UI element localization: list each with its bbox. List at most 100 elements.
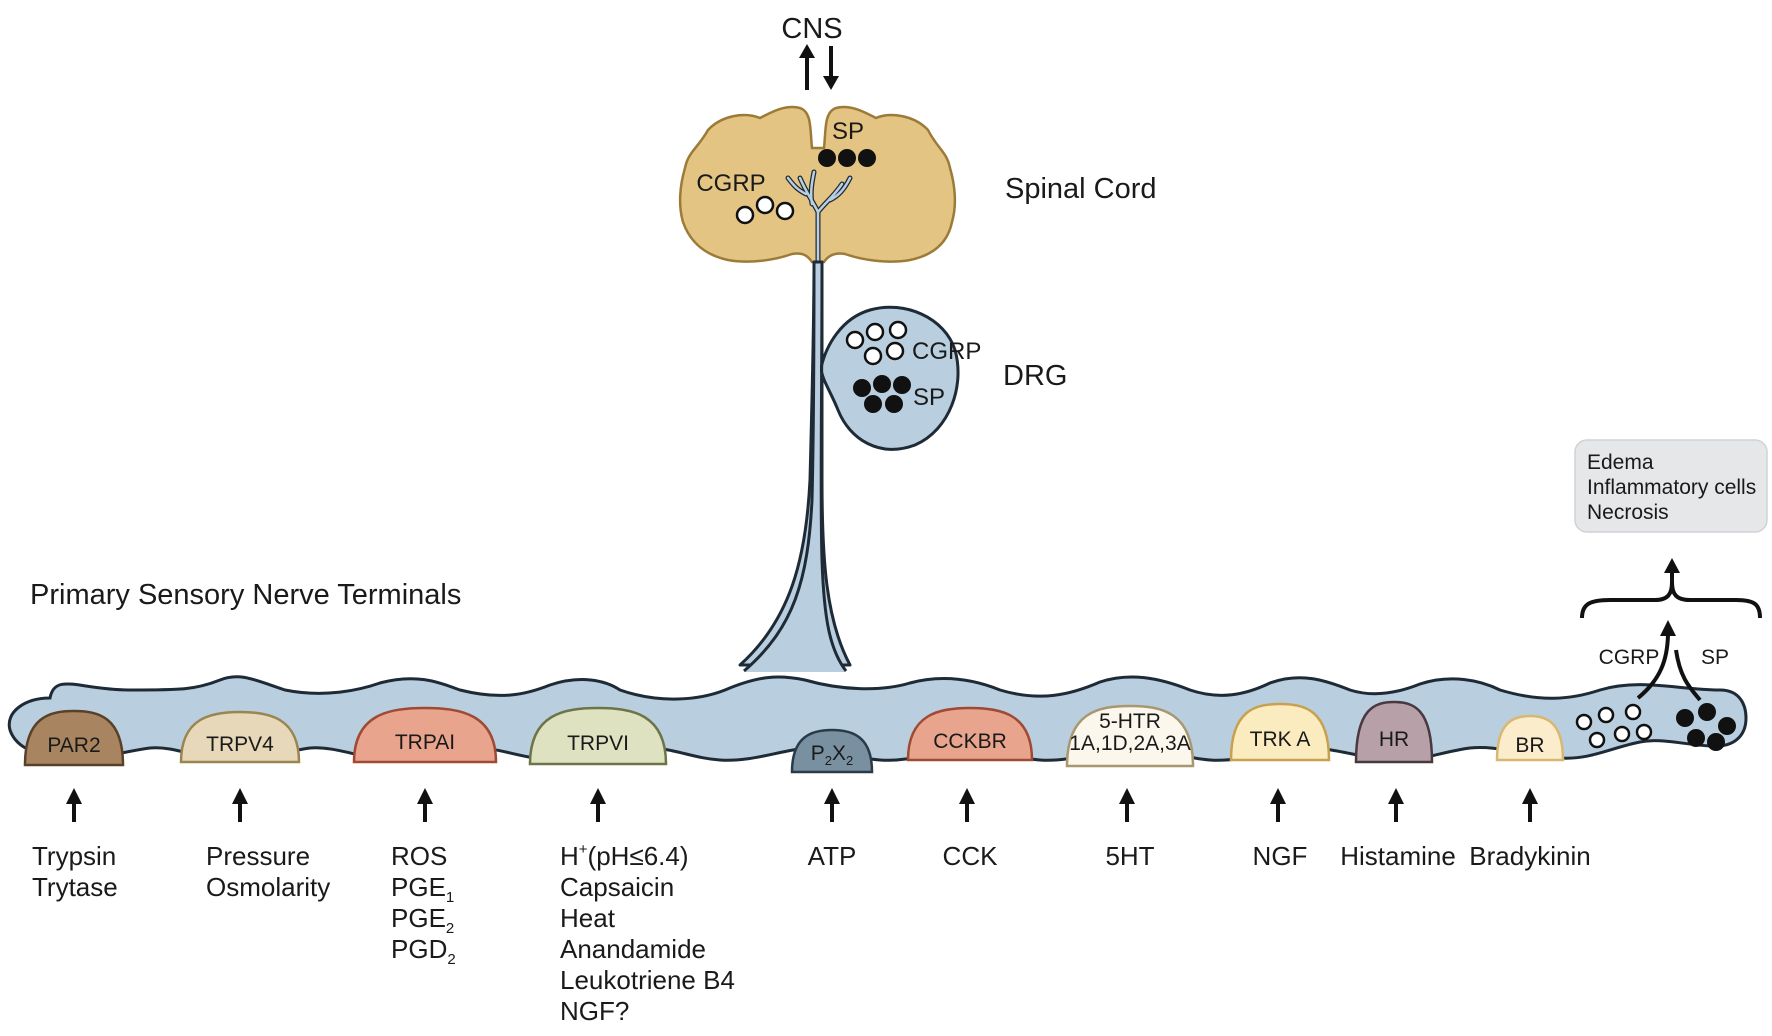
cns-group: CNS [781, 13, 843, 90]
receptor-shape [1229, 702, 1331, 762]
cgrp-vesicle [1613, 725, 1631, 743]
cgrp-vesicle [755, 195, 775, 215]
effects-brace [1580, 581, 1762, 619]
spinal-cord: SP CGRP Spinal Cord [678, 105, 1157, 273]
stimulus-leukotriene-b4: Leukotriene B4 [560, 965, 735, 995]
release-group: CGRP SP Edema Inflammatory cells Necrosi… [1574, 439, 1768, 702]
stimulus-anandamide: Anandamide [560, 934, 706, 964]
stimulus-arrow [417, 788, 433, 822]
effect-edema: Edema [1587, 451, 1654, 474]
receptor-cckbr: CCKBR CCK [906, 706, 1034, 871]
stimulus-ros: ROS [391, 841, 447, 871]
sp-vesicle [893, 376, 911, 394]
cgrp-vesicle [1575, 713, 1593, 731]
stimulus-histamine: Histamine [1340, 841, 1456, 871]
stimulus-bradykinin: Bradykinin [1469, 841, 1590, 871]
stimulus-arrow [590, 788, 606, 822]
stimulus-h-ph-6-4: H+(pH≤6.4) [560, 841, 689, 871]
spinal-sp-vesicles [818, 149, 876, 167]
stimulus-ngf: NGF [1253, 841, 1308, 871]
release-cgrp-label: CGRP [1599, 646, 1660, 669]
drg-cgrp-vesicles [845, 320, 908, 366]
cgrp-vesicle [735, 205, 755, 225]
sp-vesicle [858, 149, 876, 167]
drg-sp-label: SP [913, 384, 945, 411]
sp-vesicle [818, 149, 836, 167]
terminal-sp-vesicles [1676, 703, 1736, 751]
stimulus-5ht: 5HT [1105, 841, 1154, 871]
receptor-shape [906, 706, 1034, 762]
effect-necrosis: Necrosis [1587, 501, 1669, 524]
receptor-shape [179, 710, 301, 764]
receptor-shape [23, 709, 125, 767]
stimulus-arrow [232, 788, 248, 822]
receptor-shape [1065, 704, 1195, 768]
cgrp-vesicle [845, 330, 865, 350]
sp-vesicle [1707, 733, 1725, 751]
sp-vesicle [1718, 717, 1736, 735]
cns-down-arrow [823, 46, 839, 90]
receptor-label: TRPV4 [206, 733, 274, 756]
receptor-shape [528, 706, 668, 766]
terminal-cgrp-vesicles [1575, 703, 1653, 749]
stimulus-arrow [1522, 788, 1538, 822]
sp-vesicle [1698, 703, 1716, 721]
receptor-shape [352, 706, 498, 764]
stimulus-ngf: NGF? [560, 996, 629, 1026]
receptor-shape [1495, 714, 1565, 762]
drg-sp-vesicles [853, 375, 911, 413]
stimulus-arrow [959, 788, 975, 822]
cns-up-arrow [799, 44, 815, 90]
stimulus-pge1: PGE1 [391, 872, 454, 906]
stimulus-atp: ATP [808, 841, 857, 871]
sp-vesicle [1676, 709, 1694, 727]
receptor-label: CCKBR [933, 730, 1007, 753]
receptor-label: 1A,1D,2A,3A [1069, 732, 1190, 755]
stimulus-arrow [1388, 788, 1404, 822]
receptor-label: PAR2 [47, 734, 100, 757]
stimulus-arrow [66, 788, 82, 822]
receptor-label: TRPAI [395, 731, 455, 754]
stimulus-arrow [1119, 788, 1135, 822]
spinal-cgrp-label: CGRP [696, 170, 765, 197]
receptor-label: HR [1379, 728, 1409, 751]
receptor-trk-a: TRK A NGF [1229, 702, 1331, 871]
stimulus-trytase: Trytase [32, 872, 118, 902]
effect-inflammatory-cells: Inflammatory cells [1587, 476, 1756, 499]
receptor-hr: HR Histamine [1340, 700, 1456, 871]
sp-vesicle [864, 395, 882, 413]
cgrp-vesicle [1597, 706, 1615, 724]
receptor-label: TRK A [1250, 728, 1311, 751]
effects-box [1574, 439, 1768, 533]
receptor-shape [790, 728, 874, 774]
sensory-neuron: CGRP SP DRG [7, 260, 1748, 762]
stimulus-arrow [824, 788, 840, 822]
receptor-shape [1354, 700, 1434, 764]
drg-label: DRG [1003, 360, 1067, 392]
cgrp-vesicle [863, 346, 883, 366]
stimulus-heat: Heat [560, 903, 616, 933]
spinal-cord-label: Spinal Cord [1005, 173, 1157, 205]
stimulus-arrow [1270, 788, 1286, 822]
receptor-br: BR Bradykinin [1469, 714, 1591, 871]
sp-vesicle [873, 375, 891, 393]
stimulus-capsaicin: Capsaicin [560, 872, 674, 902]
stimulus-cck: CCK [943, 841, 999, 871]
sp-vesicle [838, 149, 856, 167]
stimulus-osmolarity: Osmolarity [206, 872, 330, 902]
drg-cgrp-label: CGRP [912, 338, 981, 365]
release-sp-label: SP [1701, 646, 1729, 669]
sp-vesicle [885, 395, 903, 413]
stimulus-pgd2: PGD2 [391, 934, 456, 968]
cgrp-vesicle [775, 201, 795, 221]
cgrp-vesicle [1588, 731, 1606, 749]
cgrp-vesicle [1624, 703, 1642, 721]
receptor-label: BR [1515, 734, 1544, 757]
sp-vesicle [853, 379, 871, 397]
